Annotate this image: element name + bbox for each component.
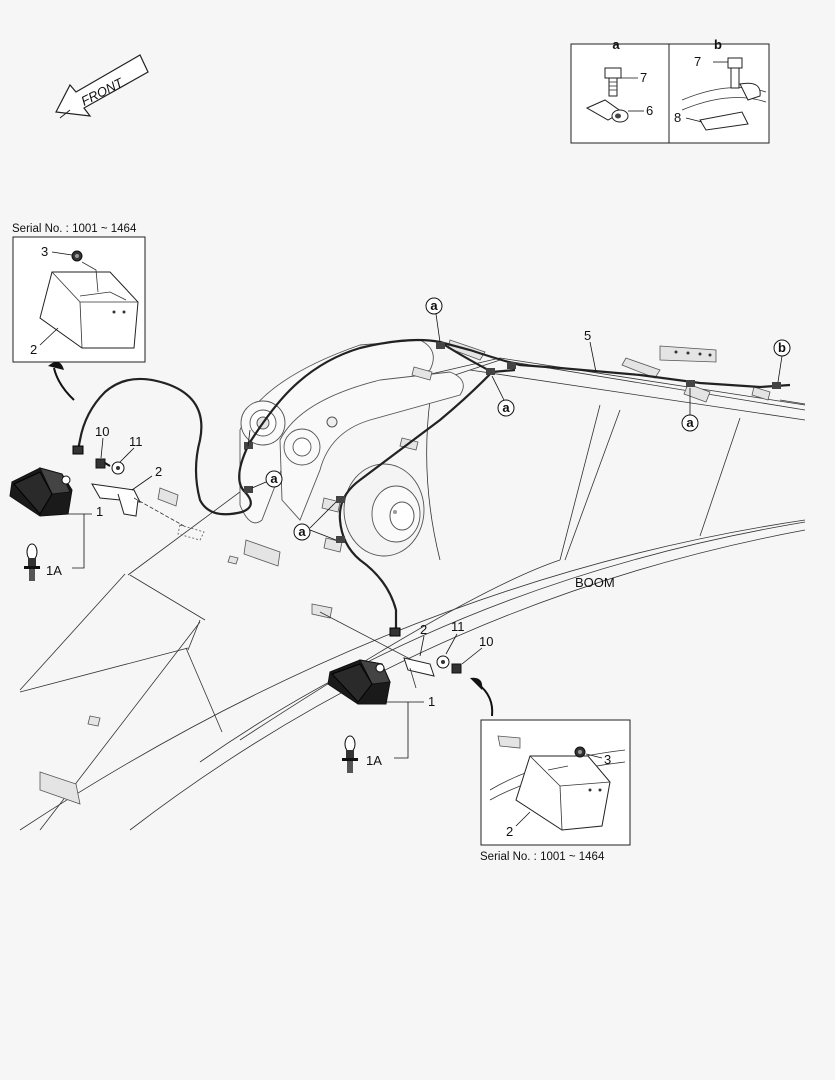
lamp-right-callout-2: 2 [420, 622, 427, 637]
harness-clamp-icon [486, 368, 495, 375]
cover-icon [39, 271, 139, 349]
boom-structure [19, 339, 806, 831]
cover-icon [515, 755, 611, 831]
washer-icon [111, 461, 125, 475]
svg-text:a: a [502, 400, 510, 415]
lamp-left-callout-2: 2 [155, 464, 162, 479]
front-arrow: FRONT [55, 54, 149, 119]
harness-clamp-icon [244, 486, 253, 493]
connector-icon [72, 445, 84, 455]
harness-clamp-icon [772, 382, 781, 389]
lamp-right-callout-1a: 1A [366, 753, 382, 768]
bracket-icon [91, 483, 141, 517]
svg-text:a: a [270, 471, 278, 486]
detail-a-callout-7: 7 [640, 70, 647, 85]
harness-callout-5: 5 [584, 328, 591, 343]
washer-icon [436, 655, 450, 669]
work-lamp-right: 2 11 10 1 1A [319, 611, 493, 773]
bulb-icon [342, 735, 358, 773]
lamp-left-callout-1a: 1A [46, 563, 62, 578]
clamp-marker-b: b [773, 339, 791, 383]
detail-b-title: b [714, 37, 722, 52]
svg-text:b: b [778, 340, 786, 355]
lamp-left-callout-11: 11 [129, 434, 143, 449]
harness-clamp-icon [336, 536, 345, 543]
detail-a-callout-6: 6 [646, 103, 653, 118]
lamp-left-callout-1: 1 [96, 504, 103, 519]
svg-text:a: a [298, 524, 306, 539]
boom-label: BOOM [575, 575, 615, 590]
lamp-right-callout-10: 10 [479, 634, 493, 649]
inset-bottom-right-callout-2: 2 [506, 824, 513, 839]
clamp-marker-a-4: a [251, 470, 283, 489]
connector-icon [389, 627, 401, 637]
nut-icon [574, 746, 586, 758]
wiring-harness [72, 338, 791, 637]
bolt-icon [451, 663, 462, 674]
harness-clamp-icon [507, 362, 516, 369]
harness-clamp-icon [686, 380, 695, 387]
detail-a-title: a [612, 37, 620, 52]
clamp-marker-a-3: a [681, 388, 699, 432]
harness-clamp-icon [436, 342, 445, 349]
lamp-right-callout-11: 11 [451, 619, 465, 634]
inset-top-left-callout-3: 3 [41, 244, 48, 259]
clamp-marker-a-5: a [293, 501, 337, 541]
detail-box: a b 7 6 7 8 [570, 37, 770, 144]
detail-b-callout-8: 8 [674, 110, 681, 125]
bracket-icon [403, 657, 435, 689]
pin-boss-icon [283, 428, 321, 466]
inset-bottom-right-callout-3: 3 [604, 752, 611, 767]
lamp-left-callout-10: 10 [95, 424, 109, 439]
inset-top-left-callout-2: 2 [30, 342, 37, 357]
harness-clamp-icon [244, 442, 253, 449]
svg-text:a: a [686, 415, 694, 430]
bolt-icon [604, 67, 622, 97]
inset-bottom-right: 3 2 Serial No. : 1001 ~ 1464 [480, 719, 631, 863]
inset-top-left: Serial No. : 1001 ~ 1464 3 2 [12, 223, 146, 401]
clamp-icon [585, 99, 629, 123]
pin-boss-icon [343, 463, 425, 557]
bulb-icon [24, 543, 40, 581]
clamp-marker-a-1: a [425, 297, 443, 343]
bolt-icon [95, 458, 111, 469]
inset-bottom-right-serial: Serial No. : 1001 ~ 1464 [480, 851, 605, 863]
lamp-right-callout-1: 1 [428, 694, 435, 709]
clamp-icon [699, 82, 761, 131]
nut-icon [71, 250, 83, 262]
work-lamp-icon [9, 467, 73, 517]
work-lamp-icon [327, 659, 391, 705]
inset-top-left-serial: Serial No. : 1001 ~ 1464 [12, 223, 137, 235]
detail-b-callout-7: 7 [694, 54, 701, 69]
clamp-marker-a-2: a [491, 375, 515, 417]
harness-clamp-icon [336, 496, 345, 503]
work-lamp-left: 10 11 2 1 1A [9, 424, 185, 581]
svg-text:a: a [430, 298, 438, 313]
bolt-icon [727, 57, 743, 89]
